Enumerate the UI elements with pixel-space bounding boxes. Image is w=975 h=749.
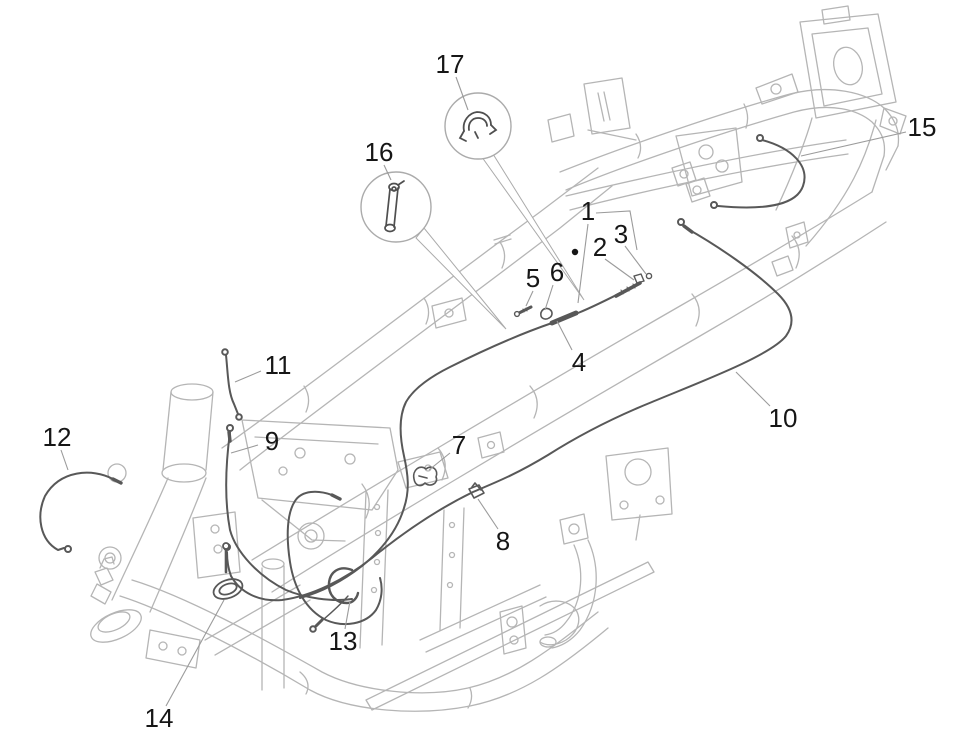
- leader-line-9: [230, 444, 259, 454]
- leader-line-10: [735, 371, 771, 407]
- cable-15: [710, 134, 806, 209]
- cable-end-cap-2: [633, 273, 645, 284]
- part-label-15: 15: [908, 112, 937, 142]
- callout-balloons: [360, 92, 585, 330]
- adjuster-sleeve-4: [549, 310, 579, 326]
- clip-8: [468, 482, 485, 499]
- leader-line-12: [60, 449, 69, 471]
- reference-dot-1: [571, 248, 579, 256]
- part-label-11: 11: [265, 350, 292, 380]
- leader-line-1: [577, 223, 589, 304]
- leader-line-14: [165, 599, 225, 707]
- leader-line-17: [455, 76, 469, 111]
- cable-11: [221, 348, 243, 421]
- leader-line-5: [525, 290, 534, 307]
- callout-balloon-17: [444, 92, 512, 160]
- frame-artwork: [90, 5, 907, 712]
- guide-ring-14: [212, 542, 244, 600]
- leader-line-7: [428, 452, 451, 471]
- leader-line-4: [556, 320, 573, 351]
- clamp-13: [309, 567, 360, 633]
- leader-line-15: [800, 131, 907, 157]
- cable-9: [225, 424, 353, 601]
- clamp-7: [412, 466, 438, 487]
- cable-12: [39, 471, 123, 553]
- part-label-9: 9: [265, 426, 279, 456]
- leader-line-16: [383, 164, 392, 181]
- part-label-1: 1: [581, 196, 595, 226]
- clip-6: [540, 307, 553, 320]
- cables-artwork: [39, 134, 806, 633]
- clamp-part-17-icon: [458, 111, 498, 142]
- part-label-12: 12: [43, 422, 72, 452]
- cable-end-nut-3: [645, 272, 653, 280]
- part-label-8: 8: [496, 526, 510, 556]
- part-label-5: 5: [526, 263, 540, 293]
- part-label-17: 17: [436, 49, 465, 79]
- steering-tube-top: [170, 383, 214, 401]
- leader-line-13: [344, 600, 351, 630]
- leader-line-1-1: [595, 210, 638, 251]
- screw-5: [513, 305, 533, 318]
- leader-line-6: [544, 284, 554, 311]
- part-label-14: 14: [145, 703, 174, 733]
- cable-loop: [286, 490, 383, 626]
- leader-line-3: [624, 245, 647, 275]
- tensioner-part-16-icon: [384, 180, 405, 233]
- part-label-2: 2: [593, 232, 607, 262]
- part-label-16: 16: [365, 137, 394, 167]
- part-label-13: 13: [329, 626, 358, 656]
- part-label-7: 7: [452, 430, 466, 460]
- leader-line-2: [604, 258, 635, 281]
- part-label-10: 10: [769, 403, 798, 433]
- part-label-4: 4: [572, 347, 586, 377]
- leader-line-11: [234, 370, 262, 383]
- part-label-6: 6: [550, 257, 564, 287]
- cable-assembly-1: [299, 272, 653, 599]
- part-label-3: 3: [614, 219, 628, 249]
- leader-line-8: [477, 498, 499, 530]
